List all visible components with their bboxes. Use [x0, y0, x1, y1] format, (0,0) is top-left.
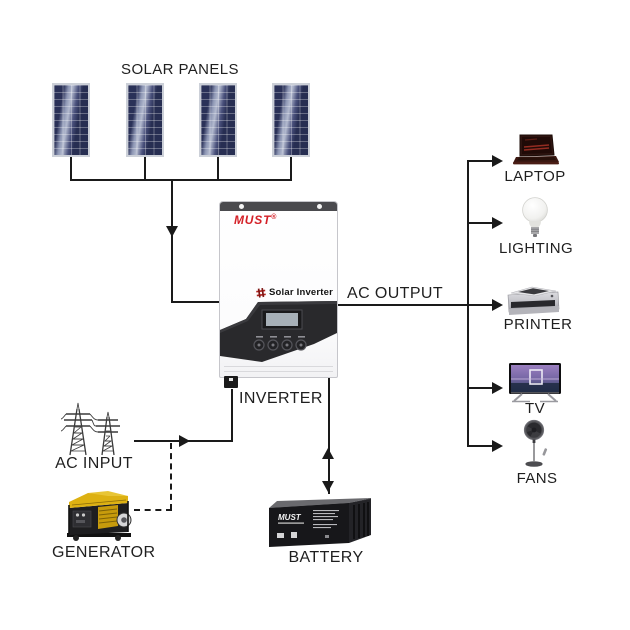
tv-icon: [509, 363, 561, 403]
wire-generator-dashed-v: [170, 443, 172, 510]
inverter-model-line: Solar Inverter: [256, 287, 333, 298]
inverter-mount-bar: [220, 202, 337, 211]
printer-icon: [507, 286, 560, 315]
laptop-label: LAPTOP: [504, 168, 566, 185]
inverter-ac-input-terminal: [224, 376, 238, 388]
ac-output-label: AC OUTPUT: [347, 285, 444, 302]
light-bulb-icon: [522, 197, 548, 237]
mount-hole-icon: [317, 204, 322, 209]
battery-label: BATTERY: [288, 549, 364, 566]
inverter-vent-line: [224, 371, 333, 372]
wire-battery: [328, 378, 330, 494]
solar-panels-label: SOLAR PANELS: [121, 61, 239, 78]
inverter-vent-line: [224, 366, 333, 367]
ac-input-label: AC INPUT: [55, 455, 133, 472]
solar-panel-icon: [199, 83, 237, 157]
solar-panel-icon: [52, 83, 90, 157]
solar-panel-icon: [272, 83, 310, 157]
wire-pv-drop: [171, 179, 173, 303]
wire-branch-fans: [467, 445, 493, 447]
wire-branch-laptop: [467, 160, 493, 162]
inverter-label: INVERTER: [239, 390, 323, 407]
stand-fan-icon: [523, 419, 548, 467]
generator-icon: [67, 491, 132, 541]
wire-distribution-bus: [467, 160, 469, 447]
inverter-panel-label: Solar Inverter: [269, 287, 334, 298]
arrow-to-tv: [492, 382, 503, 394]
arrow-pv-down: [166, 226, 178, 237]
printer-label: PRINTER: [503, 316, 573, 333]
wire-pv-to-inverter: [171, 301, 219, 303]
wire-branch-lighting: [467, 222, 493, 224]
wire-generator-dashed-h: [134, 509, 172, 511]
laptop-icon: [513, 134, 559, 165]
mount-hole-icon: [239, 204, 244, 209]
arrow-to-lighting: [492, 217, 503, 229]
wire-ac-input-v: [231, 389, 233, 442]
fan-remote: [542, 448, 548, 456]
wire-pv-bus: [70, 179, 292, 181]
inverter-control-panel: [220, 301, 337, 362]
tv-label: TV: [525, 400, 545, 417]
inverter-buttons: [253, 339, 307, 351]
lighting-label: LIGHTING: [498, 240, 574, 257]
arrow-to-fans: [492, 440, 503, 452]
battery-icon: MUST: [269, 498, 371, 547]
trademark-symbol: ®: [271, 214, 278, 221]
brand-hash-icon: [256, 287, 266, 298]
wire-branch-tv: [467, 387, 493, 389]
inverter-icon: MUST® Solar Inverter: [219, 201, 338, 378]
arrow-battery-up: [322, 448, 334, 459]
power-towers-icon: [61, 402, 120, 456]
battery-brand-text: MUST: [278, 513, 302, 522]
generator-label: GENERATOR: [52, 544, 156, 561]
wire-ac-output: [338, 304, 493, 306]
wire-panel3-lead: [217, 157, 219, 181]
solar-panel-icon: [126, 83, 164, 157]
arrow-to-printer: [492, 299, 503, 311]
wire-panel2-lead: [144, 157, 146, 181]
arrow-to-laptop: [492, 155, 503, 167]
wire-panel1-lead: [70, 157, 72, 181]
fans-label: FANS: [516, 470, 558, 487]
arrow-ac-input: [179, 435, 190, 447]
wire-panel4-lead: [290, 157, 292, 181]
inverter-brand-logo: MUST®: [234, 213, 278, 227]
arrow-battery-down: [322, 481, 334, 492]
